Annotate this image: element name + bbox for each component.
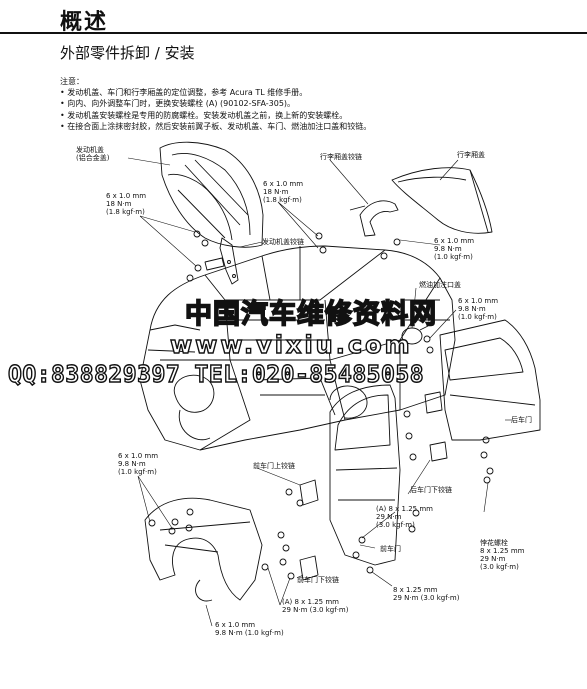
note-item: • 向内、向外调整车门时，更换安装螺栓 (A) (90102-SFA-305)。 bbox=[60, 99, 296, 109]
leader-lines bbox=[127, 157, 512, 627]
label-front-lower-hinge: 前车门下铰链 bbox=[297, 576, 339, 584]
label-fender-torque: 6 x 1.0 mm 9.8 N·m (1.0 kgf·m) bbox=[118, 452, 159, 476]
trunk-hinge bbox=[349, 200, 399, 237]
label-fuel-lid: 燃油加注口盖 bbox=[419, 281, 461, 289]
label-bolt-8: 8 x 1.25 mm 29 N·m (3.0 kgf·m) bbox=[393, 586, 460, 602]
page-title: 概述 bbox=[60, 10, 109, 35]
label-hood-hinge-torque: 6 x 1.0 mm 18 N·m (1.8 kgf·m) bbox=[263, 180, 304, 204]
label-fender-bottom: 6 x 1.0 mm 9.8 N·m (1.0 kgf·m) bbox=[215, 621, 284, 637]
watermark-title: 中国汽车维修资料网 bbox=[184, 298, 437, 331]
note-item: • 发动机盖、车门和行李厢盖的定位调整，参考 Acura TL 维修手册。 bbox=[60, 88, 308, 98]
label-fuel-torque: 6 x 1.0 mm 9.8 N·m (1.0 kgf·m) bbox=[458, 297, 499, 321]
label-rear-door: 后车门 bbox=[511, 416, 532, 424]
label-trunk-torque: 6 x 1.0 mm 9.8 N·m (1.0 kgf·m) bbox=[434, 237, 475, 261]
note-item: • 发动机盖安装螺栓是专用的防腐螺栓。安装发动机盖之前，换上新的安装螺栓。 bbox=[60, 110, 348, 120]
label-front-door: 前车门 bbox=[380, 545, 401, 553]
label-hood-hinge: 发动机盖铰链 bbox=[262, 238, 304, 246]
notes-heading: 注意： bbox=[60, 77, 84, 86]
watermark-url: www.vixiu.com bbox=[169, 330, 413, 359]
door-hinges bbox=[299, 391, 448, 581]
label-front-upper-hinge: 前车门上铰链 bbox=[253, 462, 295, 470]
hood-panel bbox=[159, 141, 264, 248]
front-door bbox=[329, 384, 401, 566]
note-item: • 在接合面上涂抹密封胶，然后安装前翼子板、发动机盖、车门、燃油加注口盖和铰链。 bbox=[60, 121, 372, 131]
label-a-bolt: (A) 8 x 1.25 mm 29 N·m (3.0 kgf·m) bbox=[376, 505, 433, 529]
label-stud-bolt: 悖花螺栓 8 x 1.25 mm 29 N·m (3.0 kgf·m) bbox=[480, 539, 525, 571]
section-title: 外部零件拆卸 / 安装 bbox=[60, 44, 195, 62]
watermark-contact: QQ:838829397 TEL:020-85485058 bbox=[7, 361, 425, 388]
rear-door bbox=[439, 319, 541, 441]
label-rear-lower-hinge: 后车门下铰链 bbox=[410, 486, 452, 494]
bolts bbox=[148, 230, 494, 580]
label-hood: 发动机盖 (铝合金盖) bbox=[76, 146, 110, 162]
label-a-bolt-2: (A) 8 x 1.25 mm 29 N·m (3.0 kgf·m) bbox=[282, 598, 349, 614]
front-fender bbox=[144, 497, 263, 602]
label-trunk-lid: 行李厢盖 bbox=[457, 151, 485, 159]
notes-block: 注意： • 发动机盖、车门和行李厢盖的定位调整，参考 Acura TL 维修手册… bbox=[60, 76, 371, 132]
header-rule bbox=[0, 32, 587, 34]
body-shell bbox=[139, 245, 456, 451]
trunk-lid bbox=[391, 167, 493, 234]
hood-hinge bbox=[204, 237, 239, 285]
label-hood-torque: 6 x 1.0 mm 18 N·m (1.8 kgf·m) bbox=[106, 192, 147, 216]
label-trunk-hinge: 行李厢盖铰链 bbox=[320, 153, 362, 161]
